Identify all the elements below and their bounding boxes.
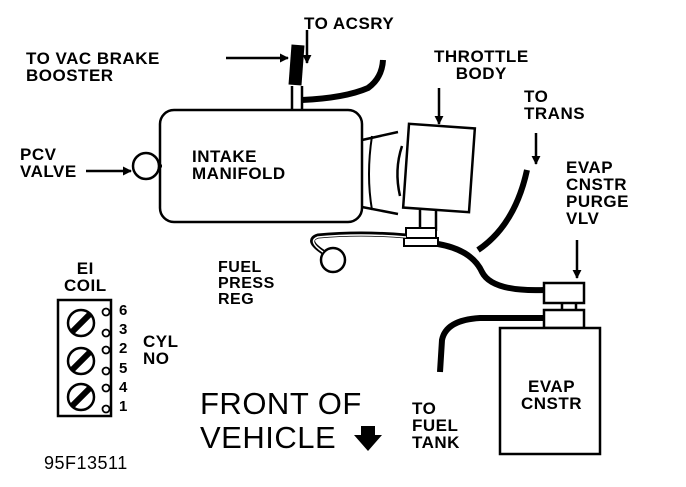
coil-post (101, 366, 111, 376)
evap-canister (498, 326, 602, 456)
coil-post (101, 328, 111, 338)
label-front-of-vehicle: FRONT OF VEHICLE (200, 386, 362, 455)
evap-purge-valve (542, 281, 586, 330)
label-pcv-valve: PCV VALVE (20, 145, 77, 181)
coil-post (101, 307, 111, 317)
coil-post (101, 383, 111, 393)
label-to-trans: TO TRANS (524, 87, 586, 123)
label-to-vac-brake-booster: TO VAC BRAKE BOOSTER (26, 49, 160, 85)
label-throttle-body: THROTTLE BODY (434, 47, 529, 83)
label-ei-coil: EI COIL (64, 259, 107, 295)
brake-booster-hose (288, 44, 305, 86)
figure-code: 95F13511 (44, 453, 128, 473)
trans-hose (476, 169, 530, 253)
pcv-valve (131, 151, 161, 181)
cylinder-number: 5 (119, 360, 128, 377)
fuel-pressure-regulator (319, 246, 347, 274)
label-fuel-press-reg: FUEL PRESS REG (218, 259, 275, 308)
label-to-fuel-tank: TO FUEL TANK (412, 399, 460, 452)
throttle-duct (361, 130, 399, 216)
fuel-reg-hose-inner (312, 234, 407, 253)
cylinder-number: 1 (119, 398, 128, 415)
cylinder-number: 3 (119, 321, 128, 338)
coil-post (101, 345, 111, 355)
throttle-duct-ring (368, 135, 373, 211)
ei-coil (56, 298, 113, 418)
label-cyl-no: CYL NO (143, 332, 179, 368)
fuel-tank-hose (437, 315, 545, 373)
cylinder-number: 6 (119, 302, 128, 319)
brake-booster-hose-neck (290, 86, 304, 110)
label-intake-manifold: INTAKE MANIFOLD (192, 147, 286, 183)
label-evap-cnstr: EVAP CNSTR (521, 377, 583, 413)
fuel-reg-fitting (403, 227, 439, 247)
cylinder-number: 2 (119, 340, 128, 357)
label-to-acsry: TO ACSRY (304, 14, 395, 33)
arrow-down-icon (354, 426, 382, 451)
cylinder-number: 4 (119, 379, 128, 396)
accessory-hose (301, 59, 386, 103)
purge-hose (437, 241, 546, 294)
throttle-body (396, 122, 477, 231)
label-evap-cnstr-purge-vlv: EVAP CNSTR PURGE VLV (566, 158, 629, 228)
coil-post (101, 404, 111, 414)
